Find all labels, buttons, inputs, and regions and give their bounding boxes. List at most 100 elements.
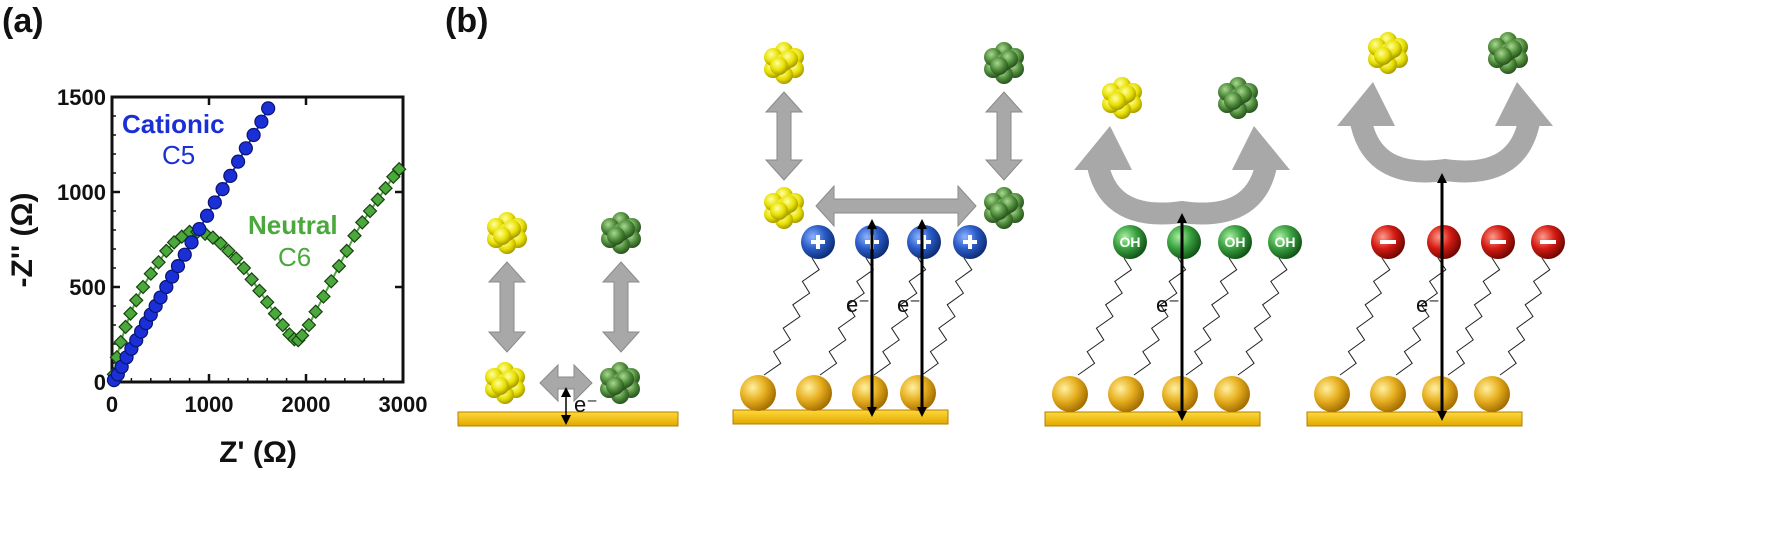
yellow-cluster (1102, 77, 1142, 119)
blob-lobe (775, 211, 793, 229)
blob-lobe (507, 368, 525, 386)
point-neutral (143, 266, 159, 282)
blob-lobe (485, 368, 503, 386)
plus-sign-h (865, 240, 879, 244)
minus-sign (1490, 240, 1506, 244)
blob-lobe (786, 48, 804, 66)
gold-nanoparticle (1108, 376, 1144, 412)
plus-sign-h (811, 240, 825, 244)
alkyl-chain (873, 257, 927, 376)
blob-lobe (612, 236, 630, 254)
point-cationic (170, 259, 186, 274)
blob-lobe (780, 50, 798, 68)
c6-label: C6 (278, 242, 311, 272)
blob-lobe (1102, 95, 1120, 113)
blob-lobe (622, 368, 640, 386)
point-cationic (254, 114, 269, 129)
exchange-arrow (487, 261, 527, 353)
exchange-arrow (764, 91, 804, 181)
blob-lobe (1494, 47, 1512, 65)
blob-lobe (612, 223, 630, 241)
point-neutral (391, 161, 407, 177)
blob-lobe (1379, 32, 1397, 50)
blob-lobe (498, 223, 516, 241)
gold-nanoparticle (1370, 376, 1406, 412)
blob-lobe (995, 42, 1013, 60)
x-axis-label: Z' (Ω) (219, 436, 297, 469)
y-tick-label: 1000 (57, 180, 106, 205)
panel-label-b: (b) (445, 2, 489, 40)
blue-headgroup (907, 225, 941, 259)
blob-lobe (1218, 83, 1236, 101)
blob-lobe (1240, 95, 1258, 113)
green-cluster (984, 187, 1024, 229)
green-cluster (1218, 77, 1258, 119)
blob-lobe (1124, 95, 1142, 113)
electron-label: e⁻ (574, 392, 598, 417)
gold-nanoparticle (1052, 376, 1088, 412)
green-cluster (600, 362, 640, 404)
point-neutral (213, 235, 228, 251)
x-tick-label: 3000 (379, 392, 428, 417)
blob-lobe (1118, 85, 1136, 103)
alkyl-chain (1339, 257, 1391, 376)
blob-lobe (786, 205, 804, 223)
x-tick-label: 1000 (185, 392, 234, 417)
point-neutral (113, 334, 129, 350)
blob-lobe (1224, 92, 1242, 110)
blob-lobe (1113, 101, 1131, 119)
blob-lobe (498, 212, 516, 230)
series-line-neutral (112, 168, 400, 375)
blob-lobe (984, 193, 1002, 211)
blob-lobe (1384, 40, 1402, 58)
blob-lobe (764, 60, 782, 78)
blob-lobe (984, 60, 1002, 78)
blob-lobe (1390, 50, 1408, 68)
blue-headgroup (953, 225, 987, 259)
point-cationic (238, 141, 253, 156)
blob-lobe (607, 227, 625, 245)
point-neutral (362, 203, 378, 219)
blob-lobe (611, 373, 629, 391)
point-neutral (323, 273, 339, 289)
blob-lobe (611, 386, 629, 404)
u-arrow-body (1087, 163, 1277, 225)
blob-lobe (1379, 56, 1397, 74)
blob-lobe (507, 380, 525, 398)
yellow-cluster (764, 42, 804, 84)
blob-lobe (1006, 205, 1024, 223)
x-tick-label: 0 (106, 392, 118, 417)
blob-lobe (1504, 40, 1522, 58)
plus-sign-v (816, 235, 820, 249)
blob-lobe (995, 198, 1013, 216)
electron-label: e⁻ (1416, 292, 1440, 317)
y-tick-label: 1500 (57, 85, 106, 110)
blob-lobe (764, 48, 782, 66)
gold-nanoparticle (852, 375, 888, 411)
green-headgroup (1218, 225, 1252, 259)
blob-lobe (616, 370, 634, 388)
point-neutral (259, 294, 275, 310)
blob-lobe (491, 377, 509, 395)
blob-lobe (775, 198, 793, 216)
alkyl-chain (921, 257, 973, 376)
blob-lobe (1218, 95, 1236, 113)
oh-label: OH (1225, 234, 1246, 250)
plus-sign-h (963, 240, 977, 244)
plot-border (110, 95, 405, 384)
blob-lobe (990, 202, 1008, 220)
alkyl-chain (1499, 257, 1551, 376)
gold-nanoparticle (900, 375, 936, 411)
yellow-cluster (487, 212, 527, 254)
y-tick-label: 0 (94, 370, 106, 395)
point-cationic (223, 168, 238, 183)
blob-lobe (487, 230, 505, 248)
blob-lobe (509, 230, 527, 248)
blob-lobe (612, 212, 630, 230)
blob-lobe (1390, 38, 1408, 56)
blob-lobe (775, 66, 793, 84)
point-neutral (331, 258, 347, 274)
oh-label: OH (1120, 234, 1141, 250)
gold-nanoparticle (1162, 376, 1198, 412)
